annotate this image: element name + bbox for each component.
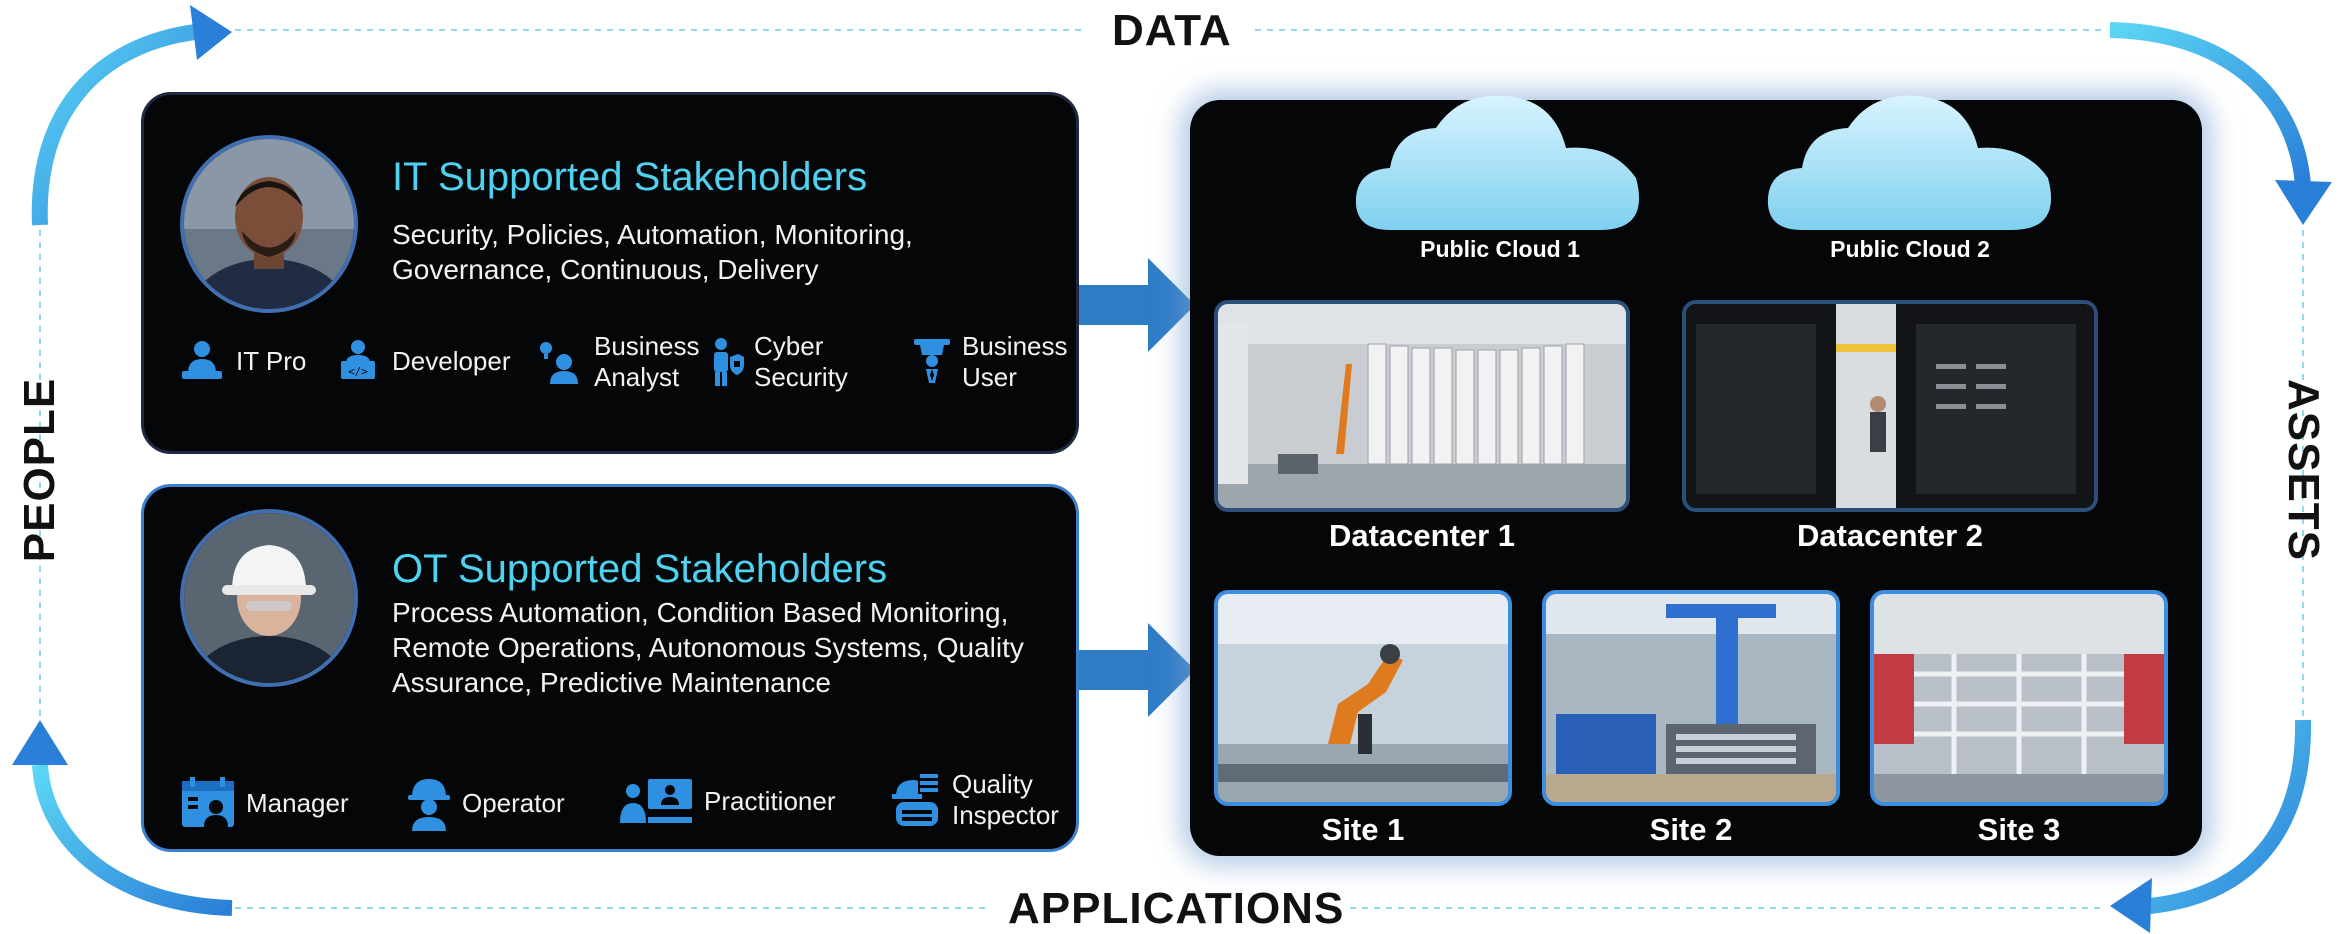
datacenter-2-image — [1682, 300, 2098, 512]
cycle-arrow-bottom-left — [32, 764, 233, 916]
role-cyber-security: Cyber Security — [710, 331, 848, 393]
it-stakeholder-avatar — [180, 135, 358, 313]
quality-inspector-icon — [892, 774, 938, 826]
role-label-line1: Quality — [952, 769, 1033, 799]
role-practitioner: Practitioner — [618, 777, 836, 825]
practitioner-screens-icon — [620, 779, 692, 823]
it-to-assets-arrow — [1079, 258, 1195, 352]
assets-panel: Public Cloud 1 Public Cloud 2 — [1190, 95, 2202, 856]
role-it-pro: IT Pro — [178, 337, 306, 385]
ot-card-description: Process Automation, Condition Based Moni… — [392, 597, 1024, 698]
site-2-image — [1542, 590, 1840, 806]
factory-robot-photo — [1218, 594, 1508, 802]
it-stakeholders-card: IT Supported Stakeholders Security, Poli… — [141, 92, 1079, 454]
ot-to-assets-arrow — [1079, 623, 1195, 717]
site-1-image — [1214, 590, 1512, 806]
business-user-icon — [914, 339, 950, 383]
cycle-arrow-top-left — [31, 24, 197, 226]
applications-label: APPLICATIONS — [1008, 884, 1345, 933]
ot-stakeholders-card: OT Supported Stakeholders Process Automa… — [141, 484, 1079, 852]
site-3-label: Site 3 — [1977, 812, 2061, 847]
role-quality-inspector: Quality Inspector — [890, 769, 1059, 831]
developer-laptop-icon: </> — [341, 340, 375, 379]
datacenter-1-label: Datacenter 1 — [1328, 518, 1516, 553]
role-label: Operator — [462, 787, 565, 818]
ot-stakeholder-avatar — [180, 509, 358, 687]
role-label-line1: Cyber — [754, 331, 824, 361]
cycle-arrowhead-top-left — [190, 5, 232, 60]
role-label: Practitioner — [704, 785, 836, 816]
role-label-line1: Business — [594, 331, 700, 361]
cyber-security-icon — [714, 338, 744, 386]
factory-conveyor-photo — [1874, 594, 2164, 802]
cycle-dashed-lines — [39, 29, 2304, 909]
role-label-line2: Security — [754, 362, 848, 392]
people-label: PEOPLE — [15, 377, 64, 563]
business-analyst-icon — [540, 342, 578, 384]
cycle-arrowhead-top-right — [2275, 180, 2332, 225]
cycle-arrow-top-right — [2109, 22, 2311, 186]
role-developer: </> Developer — [334, 337, 511, 385]
cycle-arrowhead-bottom-right — [2110, 878, 2152, 933]
role-business-user: Business User — [912, 331, 1068, 393]
role-label: Developer — [392, 345, 511, 376]
site-2-label: Site 2 — [1649, 812, 1733, 847]
laptop-person-icon — [182, 341, 222, 379]
role-business-analyst: Business Analyst — [536, 331, 700, 393]
datacenter-photo — [1686, 304, 2094, 508]
datacenter-1-image — [1214, 300, 1630, 512]
woman-hardhat-portrait-image — [184, 513, 354, 683]
role-label: IT Pro — [236, 345, 307, 376]
role-label-line2: Inspector — [952, 800, 1059, 830]
public-cloud-2-icon — [1767, 95, 2052, 230]
assets-label: ASSETS — [2279, 378, 2328, 562]
it-card-description: Security, Policies, Automation, Monitori… — [392, 219, 913, 285]
public-cloud-2-label: Public Cloud 2 — [1830, 236, 1990, 262]
operator-hardhat-icon — [408, 779, 450, 831]
public-cloud-1-icon — [1355, 95, 1640, 230]
it-card-title: IT Supported Stakeholders — [392, 155, 868, 199]
role-manager: Manager — [180, 775, 349, 831]
cycle-arrow-bottom-right — [2149, 719, 2312, 914]
data-label: DATA — [1112, 6, 1232, 55]
datacenter-photo — [1218, 304, 1626, 508]
svg-text:</>: </> — [348, 365, 368, 378]
factory-line-photo — [1546, 594, 1836, 802]
manager-calendar-icon — [182, 777, 234, 827]
public-cloud-1-label: Public Cloud 1 — [1420, 236, 1580, 262]
role-label: Manager — [246, 787, 349, 818]
datacenter-2-label: Datacenter 2 — [1796, 518, 1984, 553]
role-label-line1: Business — [962, 331, 1068, 361]
site-1-label: Site 1 — [1321, 812, 1405, 847]
site-3-image — [1870, 590, 2168, 806]
cycle-arrowhead-bottom-left — [12, 720, 68, 765]
role-label-line2: User — [962, 362, 1017, 392]
role-label-line2: Analyst — [594, 362, 680, 392]
connector-arrows — [1079, 258, 1195, 717]
role-operator: Operator — [406, 775, 565, 831]
ot-card-title: OT Supported Stakeholders — [392, 547, 888, 591]
man-portrait-image — [184, 139, 354, 309]
